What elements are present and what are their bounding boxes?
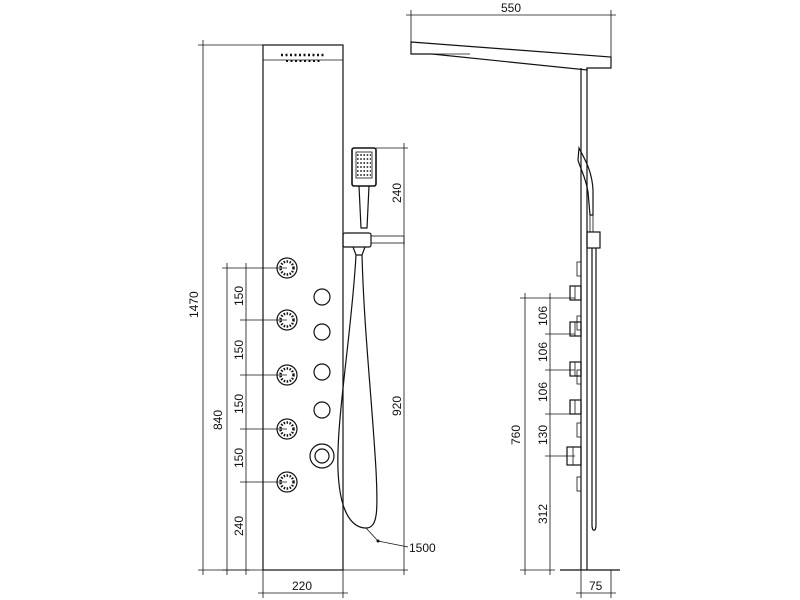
rain-head-holes: [281, 53, 326, 62]
holder-side: [586, 231, 601, 249]
depth-label: 75: [589, 579, 603, 593]
rain-head-arm: [410, 41, 612, 71]
side-view: 550 75 760 106 106 106 130 312: [406, 1, 620, 598]
width-label: 220: [292, 579, 312, 593]
depth-dimension: 75: [576, 570, 616, 598]
control-knob-side: [569, 361, 582, 377]
front-view: 1500 220 1470 840 1: [187, 40, 436, 598]
control-spacing-dimension: 106 106 106 130 312: [536, 293, 575, 575]
jet-spacing-label: 240: [232, 516, 246, 536]
control-knob: [313, 323, 331, 341]
body-jet-side: [576, 476, 582, 492]
width-dimension: 220: [258, 570, 348, 598]
hand-shower: [351, 147, 377, 229]
holder-height-label: 920: [390, 396, 404, 416]
jet-spacing-dimension: 150 150 150 150 240: [232, 263, 287, 575]
handshower-dimension: 240: [376, 143, 408, 245]
jets-span-label: 840: [211, 410, 225, 430]
control-spacing-label: 106: [536, 306, 550, 326]
jet-spacing-label: 150: [232, 448, 246, 468]
jet-spacing-label: 150: [232, 394, 246, 414]
hose-side: [591, 248, 597, 531]
control-spacing-label: 106: [536, 342, 550, 362]
hose-length-label: 1500: [409, 541, 436, 555]
jet-spacing-label: 150: [232, 286, 246, 306]
body-jet-side: [576, 369, 582, 385]
controls-span-dimension: 760: [509, 293, 575, 575]
control-spacing-label: 130: [536, 425, 550, 445]
control-knob: [313, 363, 331, 381]
controls-span-label: 760: [509, 425, 523, 445]
top-width-dimension: 550: [406, 1, 616, 57]
body-jet-side: [576, 261, 582, 277]
control-knob: [313, 288, 331, 306]
jets-span-dimension: 840: [211, 263, 287, 575]
panel-outline: [262, 44, 344, 571]
control-knob: [313, 401, 331, 419]
control-knob-side: [569, 399, 582, 415]
holder-height-dimension: 920: [343, 240, 408, 575]
shower-hose: [337, 254, 378, 529]
handshower-label: 240: [390, 183, 404, 203]
hand-shower-holder: [342, 232, 405, 256]
jet-spacing-label: 150: [232, 340, 246, 360]
top-width-label: 550: [501, 1, 521, 15]
hose-leader-line: [365, 527, 379, 542]
control-spacing-label: 106: [536, 382, 550, 402]
total-height-label: 1470: [187, 291, 201, 318]
thermostatic-knob: [309, 443, 335, 469]
body-jet-side: [576, 422, 582, 438]
total-height-dimension: 1470: [187, 40, 263, 575]
hand-shower-side: [577, 145, 594, 216]
control-spacing-label: 312: [536, 504, 550, 524]
